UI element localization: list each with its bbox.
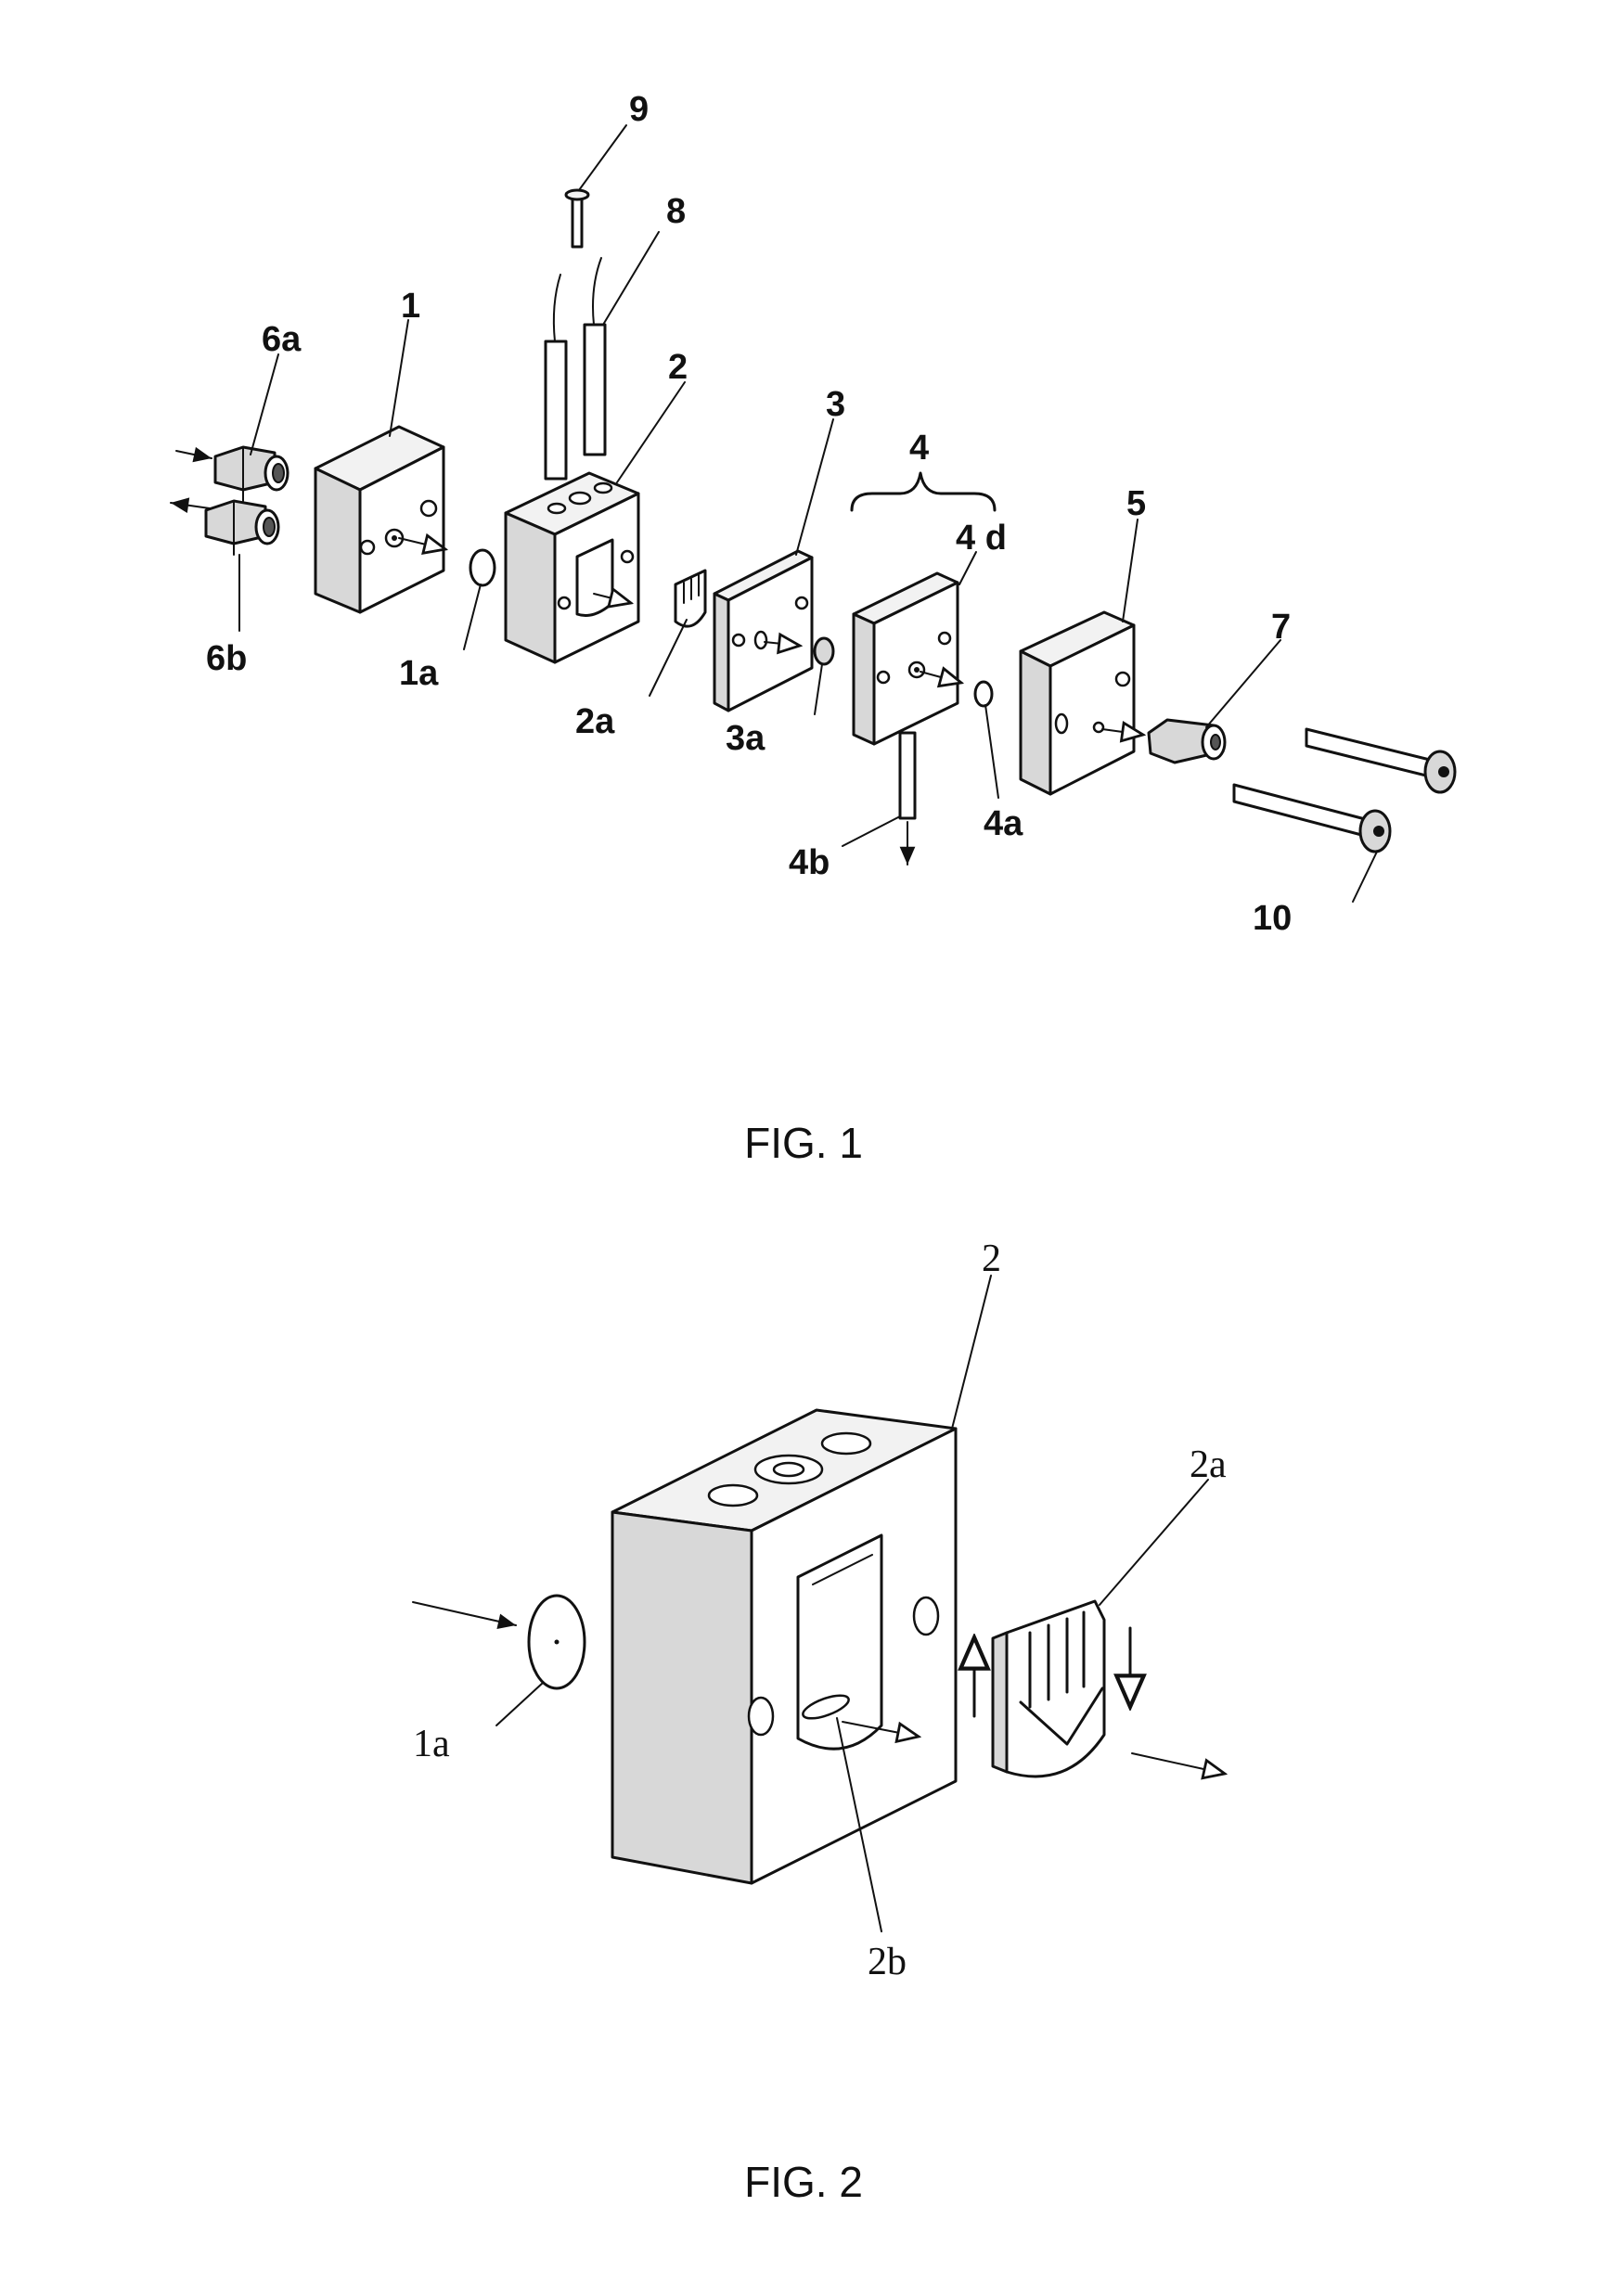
slider-2a [675,571,705,626]
figure-1-exploded-view: 1 6a 6b 1a 2 2a 3 3a 4 4 d 4a 4b 5 7 8 9… [171,90,1455,1167]
block-4 [854,573,961,818]
figure-1-caption: FIG. 1 [744,1119,863,1167]
disc-1a-enlarged [529,1596,585,1688]
label-4b: 4b [789,843,830,882]
bolts-10 [1234,729,1455,852]
cartridge-rods-8 [546,258,605,479]
block-5 [1021,612,1143,794]
label-3a: 3a [726,719,765,758]
label-6b: 6b [206,639,247,678]
label-9: 9 [629,90,649,129]
label-4d: 4 d [956,519,1007,558]
label-7: 7 [1271,608,1291,647]
label-10: 10 [1253,899,1292,938]
slider-2a-enlarged [993,1601,1104,1777]
label-8: 8 [666,192,686,231]
label-4: 4 [909,429,929,468]
label-1: 1 [401,287,420,326]
disc-4a [975,682,992,706]
disc-3a [815,638,833,664]
label-5: 5 [1126,484,1146,523]
label-2a-fig2: 2a [1190,1443,1227,1486]
inlet-arrow-icon [176,451,212,458]
fitting-7 [1149,720,1225,763]
fitting-6b [206,501,278,555]
block-1 [315,427,445,612]
outflow-arrow-icon [1132,1753,1225,1774]
label-3: 3 [826,385,845,424]
label-2a: 2a [575,702,615,741]
fitting-6a [215,447,288,501]
plate-3 [714,551,812,711]
label-1a-fig2: 1a [413,1723,450,1765]
label-2b-fig2: 2b [868,1941,907,1983]
disc-1a [470,550,495,585]
outlet-arrow-icon [171,503,210,508]
label-2: 2 [668,348,688,387]
label-6a: 6a [262,320,302,359]
figure-2-detail-view: 2 2a 1a 2b FIG. 2 [413,1238,1227,2206]
pin-9 [566,190,588,247]
figure-2-caption: FIG. 2 [744,2158,863,2206]
group-4-bracket [852,473,995,510]
block-2 [506,473,638,662]
label-1a: 1a [399,654,439,693]
inflow-arrow-icon [413,1602,516,1625]
label-4a: 4a [984,804,1023,843]
label-2-fig2: 2 [982,1238,1001,1280]
block-2-enlarged [612,1410,956,1883]
